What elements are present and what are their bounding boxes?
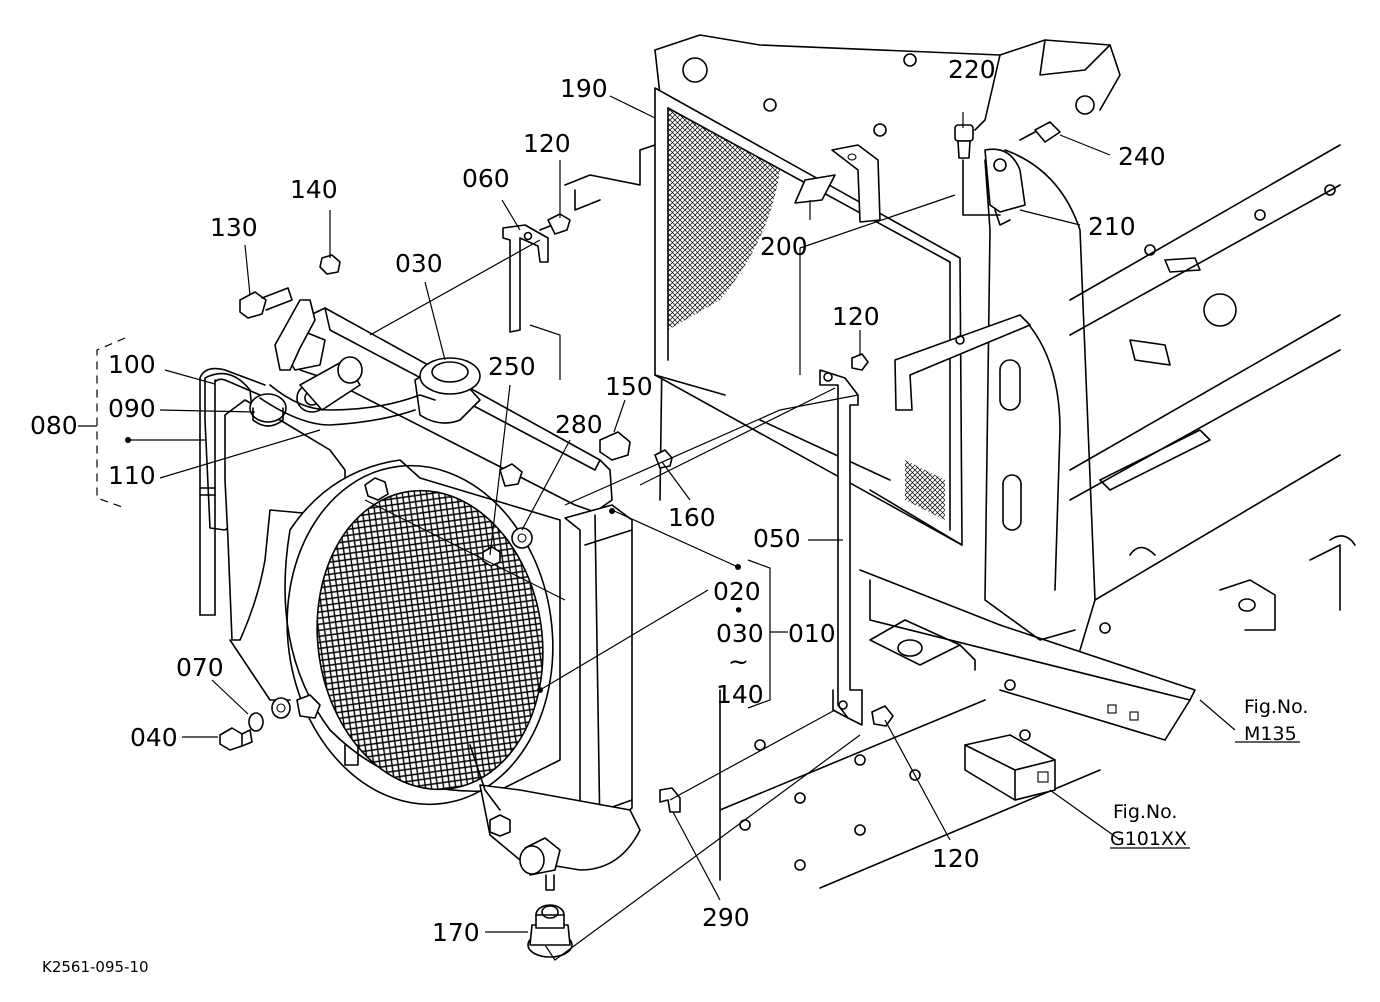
label-290: 290	[702, 903, 750, 932]
label-200: 200	[760, 232, 808, 261]
drawing-code: K2561-095-10	[42, 958, 149, 976]
label-080: 080	[30, 411, 78, 440]
support-bracket	[954, 121, 1061, 226]
label-120-bottom: 120	[932, 844, 980, 873]
fig-ref-code: G101XX	[1110, 828, 1187, 850]
label-050: 050	[753, 524, 801, 553]
part-number-labels: 190 220 240 120 060 140 130 200 210 030 …	[30, 55, 1166, 947]
label-010: 010	[788, 619, 836, 648]
range-tilde: ~	[728, 647, 749, 676]
stay-upper	[502, 213, 571, 333]
label-030-cap: 030	[395, 249, 443, 278]
label-090: 090	[108, 394, 156, 423]
radiator-screen	[654, 87, 1031, 546]
tractor-frame	[564, 34, 1356, 889]
label-070: 070	[176, 653, 224, 682]
label-150: 150	[605, 372, 653, 401]
label-120-mid: 120	[832, 302, 880, 331]
label-060: 060	[462, 164, 510, 193]
label-030-range: 030	[716, 619, 764, 648]
label-190: 190	[560, 74, 608, 103]
label-240: 240	[1118, 142, 1166, 171]
label-210: 210	[1088, 212, 1136, 241]
label-130: 130	[210, 213, 258, 242]
label-040: 040	[130, 723, 178, 752]
label-160: 160	[668, 503, 716, 532]
label-140-range: 140	[716, 680, 764, 709]
figure-reference-m135[interactable]: Fig.No. M135	[1244, 696, 1308, 745]
label-220: 220	[948, 55, 996, 84]
radiator-assembly	[199, 254, 673, 958]
label-250: 250	[488, 352, 536, 381]
label-100: 100	[108, 350, 156, 379]
leader-dots	[125, 437, 741, 693]
label-120-top: 120	[523, 129, 571, 158]
fig-ref-code: M135	[1244, 723, 1297, 745]
label-170: 170	[432, 918, 480, 947]
fig-ref-title: Fig.No.	[1244, 696, 1308, 718]
range-dot: •	[733, 600, 744, 622]
label-110: 110	[108, 461, 156, 490]
label-280: 280	[555, 410, 603, 439]
fig-ref-title: Fig.No.	[1113, 801, 1177, 823]
label-020: 020	[713, 577, 761, 606]
leader-lines	[78, 95, 1300, 961]
figure-reference-g101xx[interactable]: Fig.No. G101XX	[1110, 801, 1187, 850]
label-140-top: 140	[290, 175, 338, 204]
